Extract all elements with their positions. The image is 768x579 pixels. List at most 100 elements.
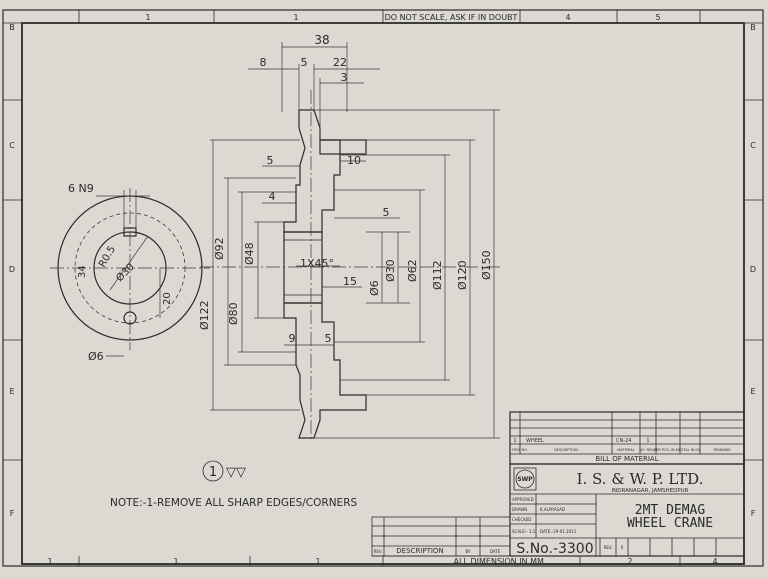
section-lower-hatch [283,302,367,439]
right-zone-f: F [751,509,756,518]
bottom-zone-ruler: 1 1 1 2 4 [47,556,718,566]
side-zone-letters: B C D E F B C D E F [3,23,763,518]
top-zone-5: 5 [655,13,660,22]
dim-phi112: Ø112 [431,260,444,290]
dim-10: 10 [347,154,361,167]
dim-5-bottom: 5 [325,332,332,345]
dim-5-top: 5 [301,56,308,69]
left-zone-b: B [9,23,15,32]
company-logo-icon [515,469,535,489]
tb-rev-label: REV. [604,545,613,550]
company-location: INDRANAGAR, JAMSHEDPUR [612,488,689,494]
top-zone-2: 1 [293,13,298,22]
bom-col-material: MATERIAL [617,448,634,452]
dim-chamfer: 1X45° [300,257,334,270]
wheel-side-view: 6 N9 R0.5 Ø30 34 20 Ø6 [50,182,210,363]
left-zone-c: C [9,141,15,150]
top-horizontal-dims: 38 8 5 22 3 [248,33,380,140]
drawing-title-line1: 2MT DEMAG [635,503,706,518]
section-upper-hatch [283,109,341,233]
bom-col-per-pc: PER PCS. IN KG. [654,448,682,452]
dim-phi120: Ø120 [456,260,469,290]
revision-table: REV. DESCRIPTION BY DATE ALL DIMENSION I… [371,516,744,566]
left-zone-e: E [9,387,14,396]
dim-phi6-center: Ø6 [368,280,381,296]
dim-4: 4 [269,190,276,203]
bottom-zone-5: 4 [712,557,717,566]
general-note: NOTE:-1-REMOVE ALL SHARP EDGES/CORNERS [110,497,357,509]
rev-col-by: BY [466,549,472,554]
bom-row-no: 1 [513,438,516,444]
tb-date: DATE:-29-01.2011 [540,529,577,534]
dim-phi80: Ø80 [227,302,240,325]
company-logo-box [513,467,537,491]
dim-phi122: Ø122 [198,300,211,330]
left-diameter-dims: Ø122 Ø92 Ø80 Ø48 [198,139,300,411]
side-bore-label: Ø30 [114,261,137,284]
section-detail-dims: 5 10 4 5 1X45° 15 9 5 [262,154,400,346]
rev-col-date: DATE [490,549,501,554]
tb-approved: APPROVED [512,497,534,502]
dim-3: 3 [341,71,348,84]
bom-title: BILL OF MATERIAL [595,455,658,463]
bill-of-material: 1 WHEEL CN-24 1 ITEM NO. DESCRIPTION MAT… [509,411,745,465]
company-logo: SWP [517,476,533,483]
left-zone-f: F [10,509,15,518]
dim-9: 9 [289,332,296,345]
tb-drawn-by: K.ALPRASAD [540,507,565,512]
bom-row-qty: 1 [646,438,649,444]
right-zone-d: D [750,265,756,274]
side-hole-label: Ø6 [88,350,104,363]
bom-col-remarks: REMARKS [713,448,731,452]
bottom-zone-4: 2 [627,557,632,566]
dim-15: 15 [343,275,357,288]
top-zone-ruler: 1 1 DO NOT SCALE, ASK IF IN DOUBT 4 5 [3,10,763,24]
bom-row-material: CN-24 [616,438,631,444]
bom-col-no-reqd: NO. REQD [639,448,657,452]
right-diameter-dims: Ø6 Ø30 Ø62 Ø112 Ø120 Ø150 [314,109,500,439]
dim-8: 8 [260,56,267,69]
drawing-title-line2: WHEEL CRANE [627,516,713,531]
company-name: I. S. & W. P. LTD. [577,470,704,488]
bottom-zone-1: 1 [47,557,52,566]
tb-checked: CHECKED [512,517,531,522]
side-keyway-label: 6 N9 [68,182,94,195]
side-key-depth: 34 [77,265,88,278]
surface-finish-marks: ▽▽ [226,465,246,480]
bottom-zone-2: 1 [173,557,178,566]
units-footer: ALL DIMENSION IN MM. [454,557,547,566]
header-note: DO NOT SCALE, ASK IF IN DOUBT [385,13,518,22]
dim-phi150: Ø150 [480,250,493,280]
rev-col-description: DESCRIPTION [396,547,443,555]
top-zone-1: 1 [145,13,150,22]
dim-phi30: Ø30 [384,259,397,282]
bom-col-item: ITEM NO. [512,448,528,452]
rev-col-rev: REV. [374,549,383,554]
upper-flange-plate [319,139,367,155]
serial-number: S.No.-3300 [516,541,593,557]
wheel-section-view [200,90,500,440]
dim-phi48: Ø48 [243,242,256,265]
bom-col-desc: DESCRIPTION [554,448,578,452]
side-hole-offset: 20 [162,292,173,305]
dim-22: 22 [333,56,347,69]
tb-rev-value: 0 [621,545,624,550]
left-zone-d: D [9,265,15,274]
bom-row-desc: WHEEL [526,438,544,444]
dim-5-right: 5 [383,206,390,219]
right-zone-b: B [750,23,756,32]
surface-finish-symbol: 1 ▽▽ [202,460,246,482]
bore-outline [283,231,323,304]
dim-phi62: Ø62 [406,259,419,282]
tb-drawn: DRAWN [512,507,527,512]
top-zone-4: 4 [565,13,570,22]
bom-col-total: TOTAL IN KG. [677,448,701,452]
dim-38: 38 [314,33,329,47]
tb-scale: SCALE:- 1:1 [512,529,536,534]
surface-finish-number: 1 [209,465,217,480]
dim-phi92: Ø92 [213,237,226,260]
right-zone-c: C [750,141,756,150]
dim-5-left: 5 [267,154,274,167]
